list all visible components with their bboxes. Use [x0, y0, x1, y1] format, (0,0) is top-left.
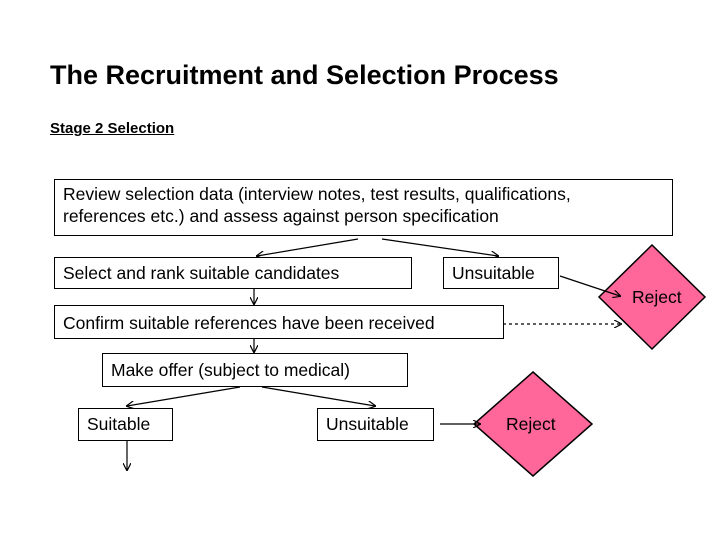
confirm-references-box: Confirm suitable references have been re…	[54, 305, 504, 339]
unsuitable-bottom-label: Unsuitable	[326, 414, 409, 434]
review-line-1: Review selection data (interview notes, …	[63, 184, 571, 204]
select-rank-box: Select and rank suitable candidates	[54, 257, 412, 289]
make-offer-label: Make offer (subject to medical)	[111, 360, 350, 380]
unsuitable-bottom-box: Unsuitable	[317, 408, 434, 441]
stage-subtitle: Stage 2 Selection	[50, 120, 175, 137]
page-title: The Recruitment and Selection Process	[50, 60, 559, 90]
offer-branch-arrows	[127, 386, 375, 406]
suitable-label: Suitable	[87, 414, 151, 434]
review-branch-arrows	[257, 238, 498, 256]
make-offer-box: Make offer (subject to medical)	[102, 353, 408, 387]
reject-diamond-bottom	[472, 371, 594, 477]
review-line-2: references etc.) and assess against pers…	[63, 206, 499, 226]
unsuitable-top-label: Unsuitable	[452, 263, 535, 283]
unsuitable-to-reject-arrow	[559, 275, 620, 296]
reject-bottom-label: Reject	[506, 414, 556, 434]
reject-diamond-top	[597, 243, 707, 351]
suitable-box: Suitable	[78, 408, 173, 441]
review-selection-data-box: Review selection data (interview notes, …	[54, 179, 673, 236]
unsuitable-top-box: Unsuitable	[443, 257, 559, 289]
reject-top-label: Reject	[632, 287, 682, 307]
confirm-references-label: Confirm suitable references have been re…	[63, 313, 435, 333]
select-rank-label: Select and rank suitable candidates	[63, 263, 340, 283]
